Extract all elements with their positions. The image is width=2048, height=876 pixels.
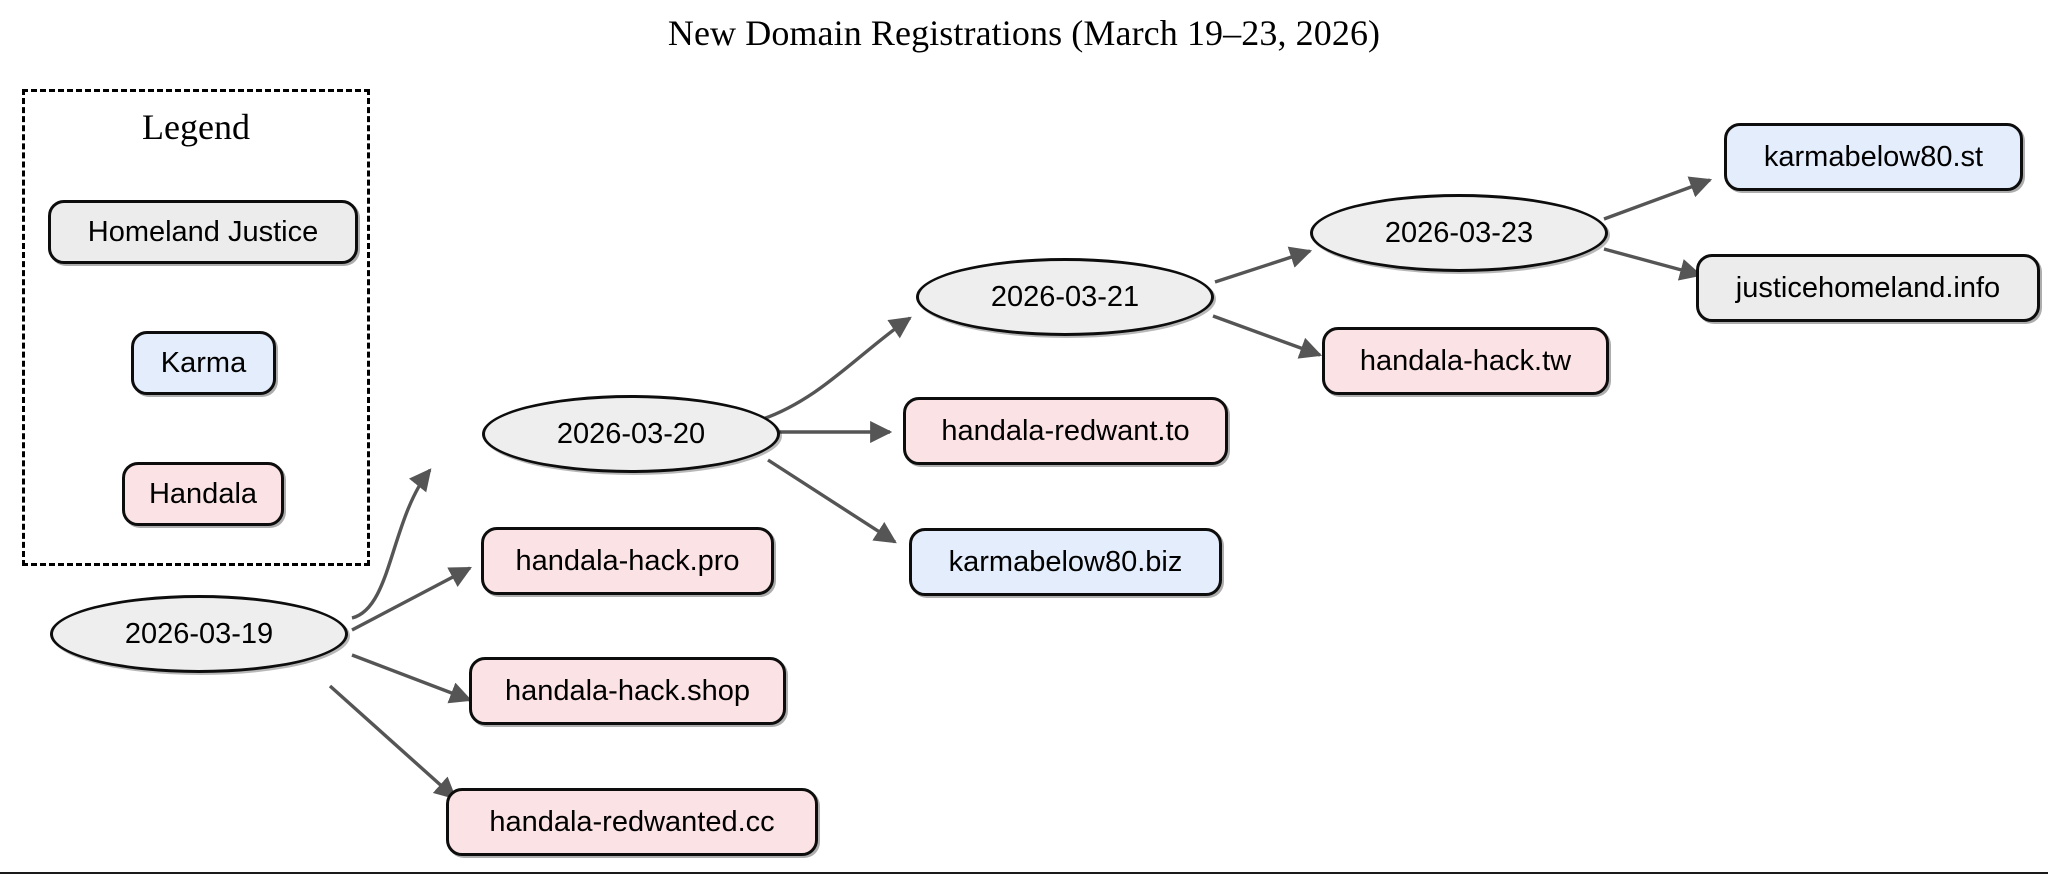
edge-d19-hshop bbox=[351, 653, 473, 704]
legend-item-label: Karma bbox=[160, 346, 247, 379]
edge-d20-d21 bbox=[759, 316, 912, 422]
domain-node-karmabelow80-biz[interactable]: karmabelow80.biz bbox=[909, 528, 1222, 596]
edge-d19-hpro bbox=[351, 566, 472, 632]
page-title: New Domain Registrations (March 19–23, 2… bbox=[667, 13, 1381, 53]
edge-d21-htw bbox=[1212, 314, 1323, 359]
date-node-2026-03-23[interactable]: 2026-03-23 bbox=[1310, 194, 1608, 272]
domain-node-label: justicehomeland.info bbox=[1735, 271, 2001, 304]
legend: Legend bbox=[22, 89, 370, 566]
domain-node-label: handala-redwanted.cc bbox=[489, 805, 775, 838]
legend-item-karma: Karma bbox=[131, 331, 276, 395]
domain-node-label: handala-hack.shop bbox=[504, 674, 751, 707]
edge-d23-kst bbox=[1603, 176, 1713, 221]
legend-item-label: Homeland Justice bbox=[87, 215, 319, 248]
date-node-2026-03-19[interactable]: 2026-03-19 bbox=[50, 595, 348, 673]
bottom-divider bbox=[0, 872, 2048, 874]
edge-d20-kbiz bbox=[767, 458, 897, 544]
domain-node-label: karmabelow80.st bbox=[1763, 140, 1984, 173]
domain-node-label: handala-redwant.to bbox=[941, 414, 1190, 447]
domain-node-handala-hack-shop[interactable]: handala-hack.shop bbox=[469, 657, 786, 725]
legend-item-homeland-justice: Homeland Justice bbox=[48, 200, 358, 264]
date-node-2026-03-20[interactable]: 2026-03-20 bbox=[482, 395, 780, 473]
edge-d19-hrwcc bbox=[328, 684, 457, 800]
date-node-2026-03-21[interactable]: 2026-03-21 bbox=[916, 258, 1214, 336]
domain-node-handala-redwanted-cc[interactable]: handala-redwanted.cc bbox=[446, 788, 818, 856]
domain-node-label: handala-hack.pro bbox=[515, 544, 740, 577]
edge-d21-d23 bbox=[1214, 246, 1313, 284]
domain-node-justicehomeland-info[interactable]: justicehomeland.info bbox=[1696, 254, 2040, 322]
domain-node-handala-hack-pro[interactable]: handala-hack.pro bbox=[481, 527, 774, 595]
date-node-label: 2026-03-19 bbox=[124, 617, 274, 650]
legend-title: Legend bbox=[142, 107, 250, 147]
domain-node-karmabelow80-st[interactable]: karmabelow80.st bbox=[1724, 123, 2023, 191]
date-node-label: 2026-03-20 bbox=[556, 417, 706, 450]
edge-d23-jhinfo bbox=[1603, 247, 1703, 281]
legend-item-handala: Handala bbox=[122, 462, 284, 526]
date-node-label: 2026-03-23 bbox=[1384, 216, 1534, 249]
legend-item-label: Handala bbox=[148, 477, 258, 510]
date-node-label: 2026-03-21 bbox=[990, 280, 1140, 313]
domain-node-label: karmabelow80.biz bbox=[948, 545, 1183, 578]
domain-node-label: handala-hack.tw bbox=[1359, 344, 1572, 377]
domain-node-handala-hack-tw[interactable]: handala-hack.tw bbox=[1322, 327, 1609, 395]
domain-node-handala-redwant-to[interactable]: handala-redwant.to bbox=[903, 397, 1228, 465]
